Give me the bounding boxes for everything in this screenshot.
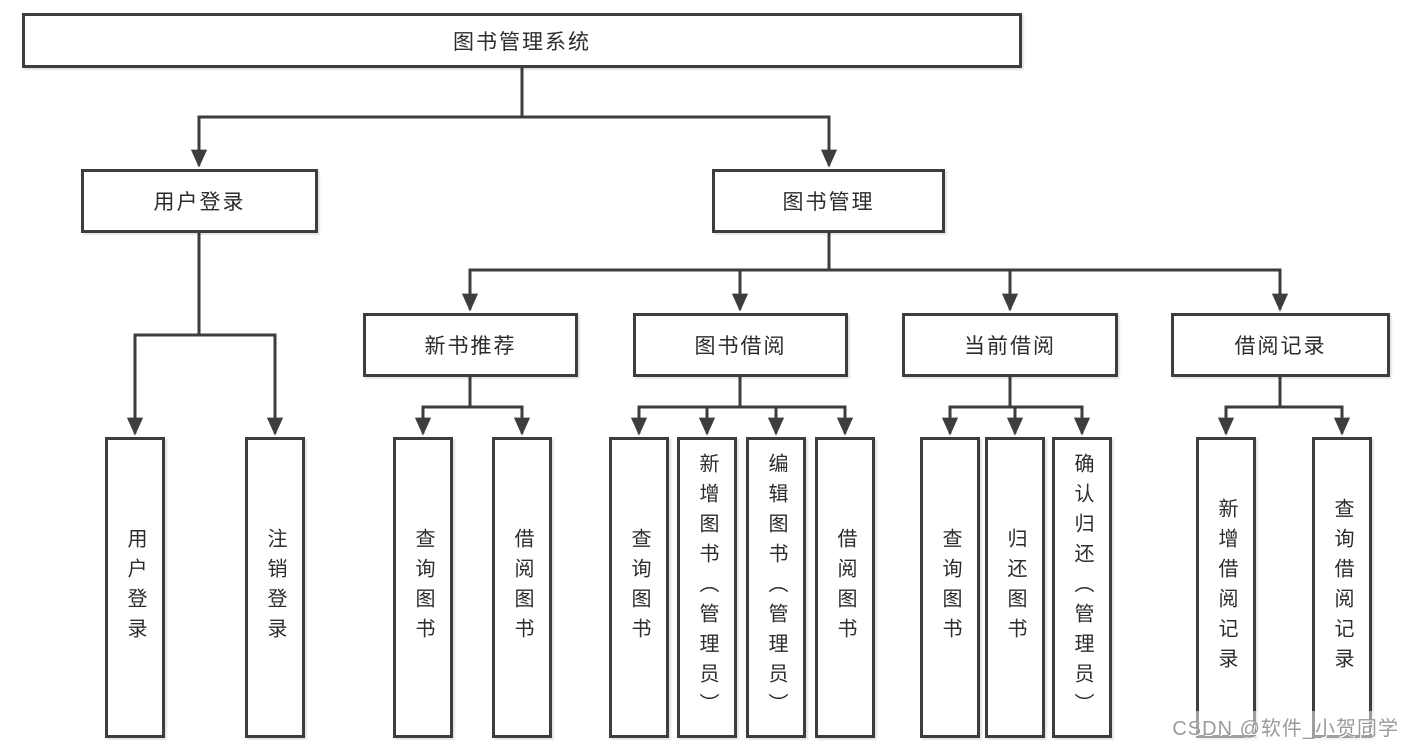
leaf-borrow-books-recommend: 借阅图书 [492,437,552,738]
leaf-add-borrow-record: 新增借阅记录 [1196,437,1256,738]
leaf-borrow-books-borrowing: 借阅图书 [815,437,875,738]
connector-borrow-bar [637,375,847,409]
node-new-book-recommendation: 新书推荐 [363,313,578,377]
connector-records-bar [1224,375,1344,409]
connector-recommend-bar [421,375,524,409]
leaf-confirm-return-admin: 确认归还（管理员） [1052,437,1112,738]
leaf-query-books-recommend: 查询图书 [393,437,453,738]
leaf-add-book-admin: 新增图书（管理员） [677,437,737,738]
leaf-query-books-current: 查询图书 [920,437,980,738]
connector-mgmt-bar [468,231,1282,272]
leaf-logout: 注销登录 [245,437,305,738]
node-book-borrowing: 图书借阅 [633,313,848,377]
node-current-borrowing: 当前借阅 [902,313,1118,377]
node-borrowing-records: 借阅记录 [1171,313,1390,377]
leaf-edit-book-admin: 编辑图书（管理员） [746,437,806,738]
leaf-user-login: 用户登录 [105,437,165,738]
watermark: CSDN @软件_小贺同学 [1169,711,1402,742]
node-root: 图书管理系统 [22,13,1022,68]
connector-login-bar [133,231,277,337]
leaf-query-books-borrowing: 查询图书 [609,437,669,738]
connector-current-bar [948,375,1084,409]
leaf-return-books: 归还图书 [985,437,1045,738]
node-user-login: 用户登录 [81,169,318,233]
connector-root-bar [197,66,831,119]
node-book-management: 图书管理 [712,169,945,233]
leaf-query-borrow-record: 查询借阅记录 [1312,437,1372,738]
